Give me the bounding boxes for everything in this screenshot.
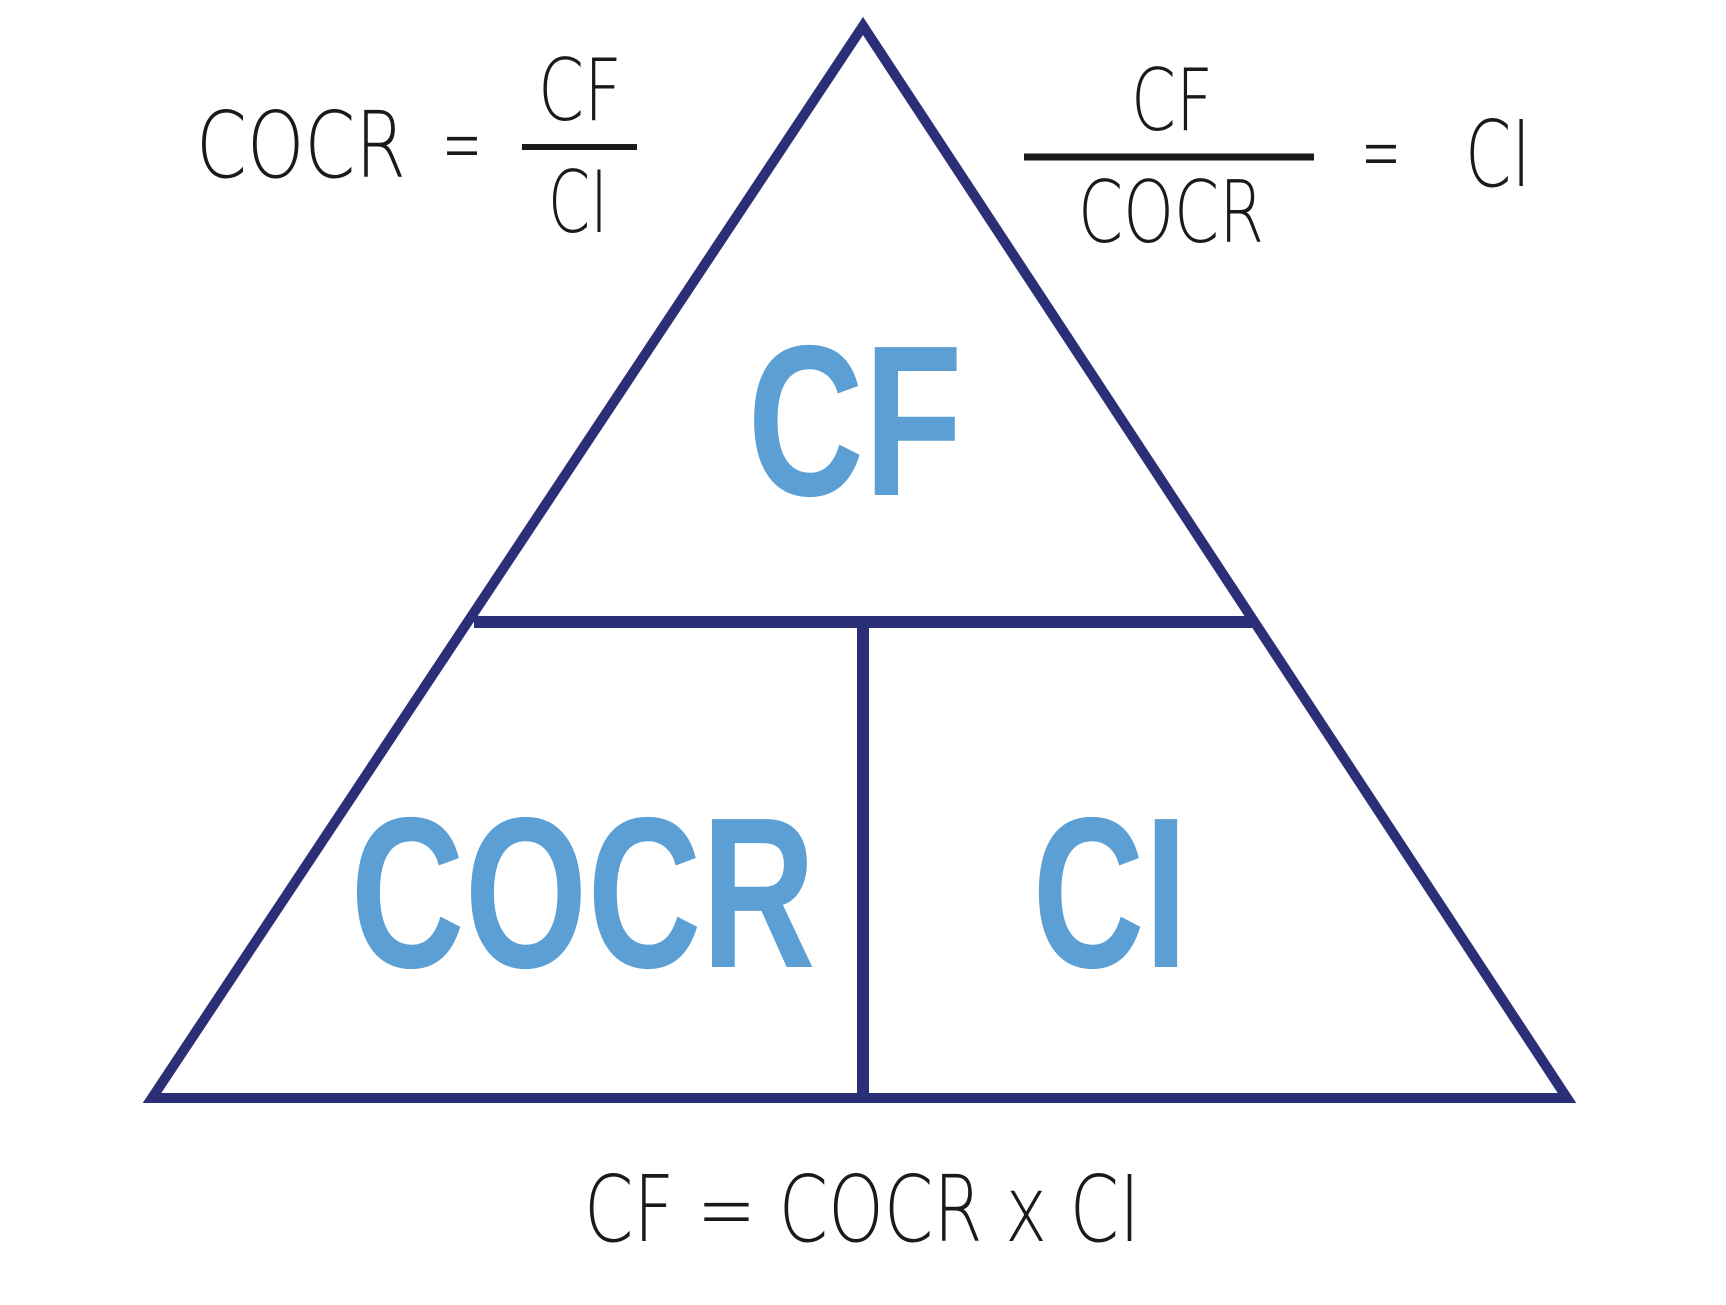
formula-left: COCR = CF CI <box>196 41 637 253</box>
formula-right: CF COCR = CI <box>1024 51 1531 263</box>
formula-right-rhs: CI <box>1465 101 1531 208</box>
formula-left-lhs: COCR <box>196 92 406 199</box>
formula-right-equals: = <box>1361 98 1401 205</box>
label-ci: CI <box>1033 772 1188 1013</box>
formula-right-denominator: COCR <box>1078 163 1264 263</box>
formula-left-denominator: CI <box>548 153 608 253</box>
formula-left-equals: = <box>442 90 482 197</box>
formula-bottom: CF = COCR x CI <box>584 1156 1140 1263</box>
label-cf: CF <box>748 300 963 541</box>
formula-right-numerator: CF <box>1131 51 1213 151</box>
formula-left-numerator: CF <box>538 41 622 141</box>
label-cocr: COCR <box>351 772 816 1013</box>
